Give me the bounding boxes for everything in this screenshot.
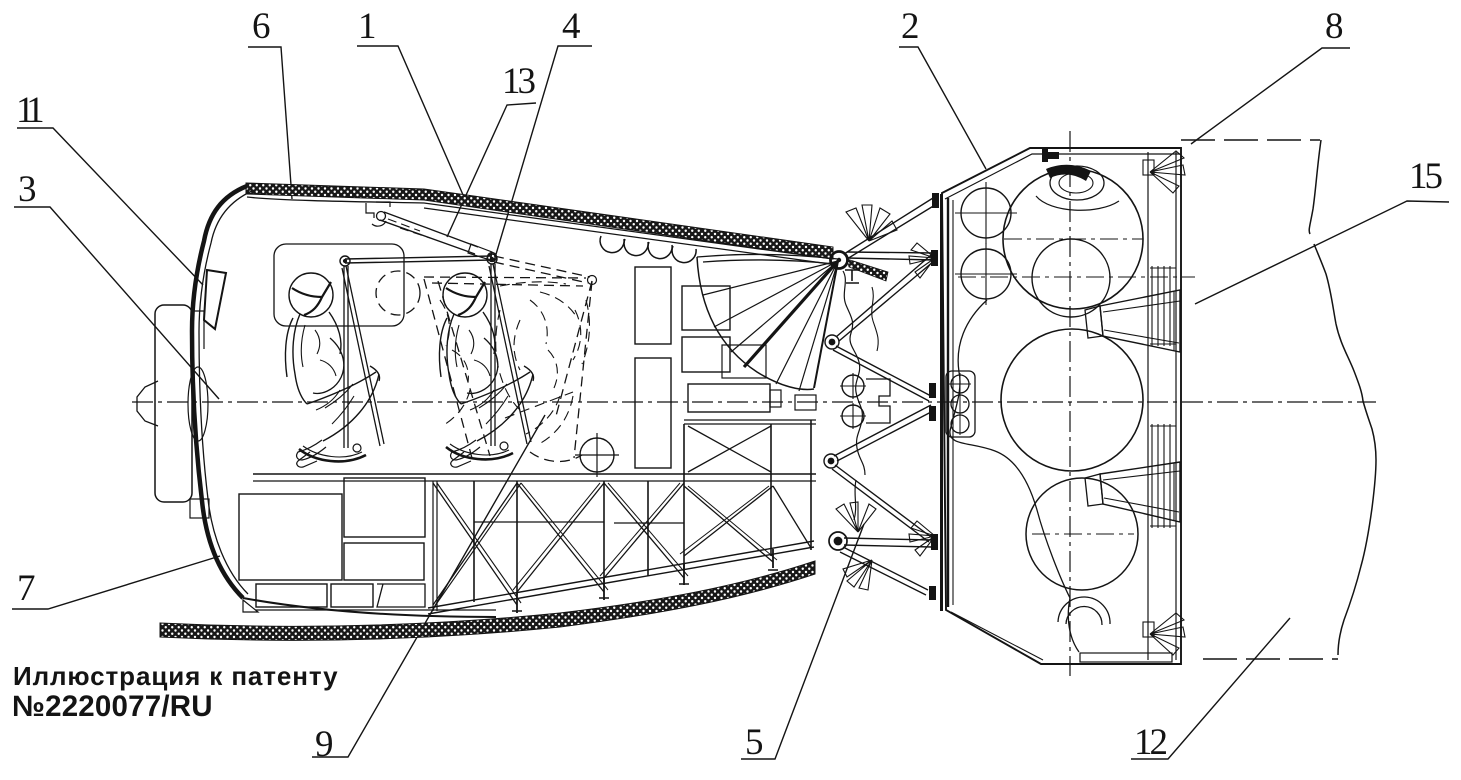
svg-text:6: 6: [252, 6, 271, 47]
svg-text:13: 13: [502, 61, 536, 102]
svg-text:№2220077/RU: №2220077/RU: [12, 690, 213, 723]
svg-text:8: 8: [1325, 6, 1344, 47]
svg-text:5: 5: [745, 722, 764, 763]
svg-text:12: 12: [1134, 722, 1167, 763]
svg-text:4: 4: [562, 6, 581, 47]
svg-text:Иллюстрация к патенту: Иллюстрация к патенту: [13, 661, 339, 691]
svg-text:15: 15: [1409, 156, 1443, 197]
svg-text:1: 1: [358, 6, 377, 47]
svg-text:9: 9: [315, 724, 334, 765]
svg-text:7: 7: [17, 568, 36, 609]
svg-text:2: 2: [901, 6, 920, 47]
svg-text:3: 3: [18, 169, 37, 210]
